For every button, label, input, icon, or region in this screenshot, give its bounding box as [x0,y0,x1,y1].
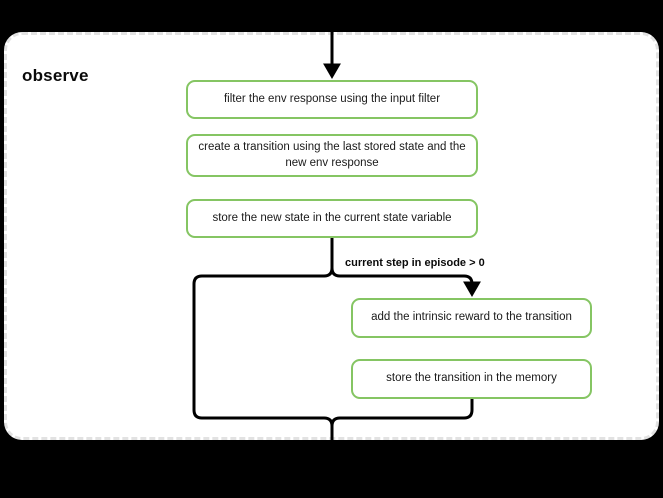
node-store-new-state[interactable]: store the new state in the current state… [186,199,478,238]
node-store-transition-memory[interactable]: store the transition in the memory [351,359,592,399]
node-add-intrinsic-reward[interactable]: add the intrinsic reward to the transiti… [351,298,592,338]
node-filter-env-response[interactable]: filter the env response using the input … [186,80,478,119]
observe-title: observe [22,66,89,85]
edge-label-current-step: current step in episode > 0 [345,257,485,269]
node-create-transition[interactable]: create a transition using the last store… [186,134,478,177]
